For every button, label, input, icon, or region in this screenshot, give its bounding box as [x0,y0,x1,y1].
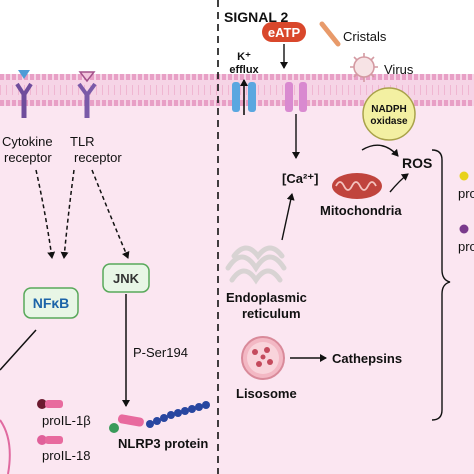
cytokine-receptor-label-2: receptor [4,150,52,165]
tlr-receptor-label-2: receptor [74,150,122,165]
calcium-label: [Ca²⁺] [282,171,318,186]
jnk-label: JNK [113,271,140,286]
cristals-label: Cristals [343,29,387,44]
nfkb-node [23,287,79,319]
right-pro-label-1: pro [458,186,474,201]
er-label-1: Endoplasmic [226,290,307,305]
er-icon [225,245,287,285]
er-to-calcium-arrow [281,193,295,241]
nadph-label-1: NADPH [371,104,407,115]
pro-il18-icon [37,435,63,445]
receptor-signaling-arrows [35,169,130,259]
jnk-node [102,263,150,293]
nadph-to-ros-arrow [361,144,399,157]
lisosome-icon [241,336,285,380]
p-ser194-label: P-Ser194 [133,345,188,360]
right-edge-pro-1: pro [458,171,474,201]
eatp-badge [262,22,306,42]
mitochondria-label: Mitochondria [320,203,402,218]
tlr-receptor-label-1: TLR [70,134,95,149]
pro-il1b-label: proIL-1β [42,413,91,428]
mitochondria-to-ros-arrow [389,173,409,193]
k-efflux-label-2: efflux [229,64,259,76]
right-pro-label-2: pro [458,239,474,254]
virus-label: Virus [384,62,414,77]
cytoplasm [0,100,474,474]
ion-channel-icon [285,82,307,112]
pro-il18-label: proIL-18 [42,448,90,463]
eatp-label: eATP [268,25,301,40]
lisosome-label: Lisosome [236,386,297,401]
nadph-oxidase-node [362,87,416,141]
cytokine-ligand-icon [18,70,30,79]
pro-il1b-icon [37,399,63,409]
nadph-label-2: oxidase [370,116,408,127]
nucleus-edge [0,419,11,474]
cytokine-receptor [15,70,33,118]
nfkb-output-line [0,329,37,371]
signal2-brace [431,149,451,421]
k-channel-icon [232,79,256,115]
cytokine-receptor-label-1: Cytokine [2,134,53,149]
ros-label: ROS [402,155,432,171]
mitochondria-icon [332,173,382,199]
signal2-title: SIGNAL 2 [224,9,289,25]
nlrp3-protein-label: NLRP3 protein [118,436,208,451]
tlr-receptor [77,71,97,118]
nfkb-label: NFκB [33,295,70,311]
k-efflux-label-1: K⁺ [237,51,251,63]
cathepsins-label: Cathepsins [332,351,402,366]
tlr-ligand-icon [78,71,96,83]
nlrp3-protein-icon [109,401,210,433]
right-edge-pro-2: pro [458,224,474,254]
virus-icon [350,53,378,82]
crystal-icon [319,21,341,47]
er-label-2: reticulum [242,306,301,321]
